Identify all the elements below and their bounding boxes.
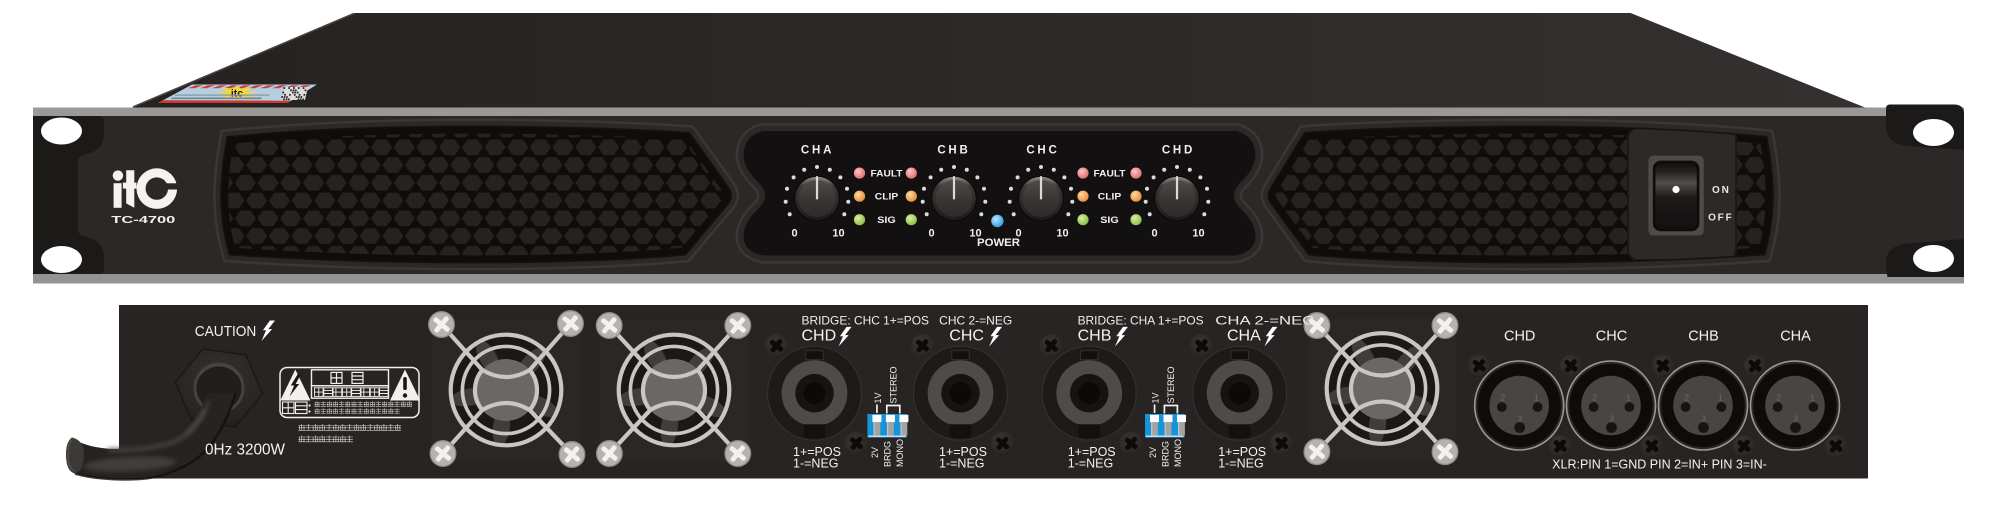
svg-text:10: 10	[832, 228, 844, 240]
svg-text:CHD: CHD	[1162, 144, 1195, 156]
svg-text:1-=NEG: 1-=NEG	[1068, 456, 1114, 470]
svg-text:BRDG: BRDG	[883, 441, 893, 467]
svg-text:SIG: SIG	[877, 215, 896, 225]
svg-text:3: 3	[1701, 414, 1706, 424]
svg-text:2: 2	[1592, 393, 1597, 403]
svg-text:2: 2	[1684, 393, 1689, 403]
svg-text:0: 0	[1151, 228, 1157, 240]
svg-text:itc: itc	[231, 88, 243, 100]
svg-text:1+=POS: 1+=POS	[939, 445, 987, 459]
svg-text:XLR:PIN 1=GND PIN 2=IN+ PIN 3=: XLR:PIN 1=GND PIN 2=IN+ PIN 3=IN-	[1552, 458, 1767, 472]
svg-text:BRIDGE: CHA 1+=POS: BRIDGE: CHA 1+=POS	[1078, 314, 1204, 328]
svg-text:BRIDGE: CHC 1+=POS: BRIDGE: CHC 1+=POS	[802, 314, 930, 328]
svg-text:1+=POS: 1+=POS	[1218, 445, 1266, 459]
svg-text:10: 10	[1192, 228, 1204, 240]
svg-text:BRDG: BRDG	[1160, 441, 1170, 467]
svg-text:FAULT: FAULT	[1094, 168, 1127, 178]
svg-text:1-=NEG: 1-=NEG	[939, 456, 985, 470]
svg-text:POWER: POWER	[977, 237, 1020, 249]
svg-text:CHD: CHD	[1504, 329, 1535, 345]
svg-text:0: 0	[1015, 228, 1021, 240]
svg-text:CHB: CHB	[1688, 329, 1719, 345]
svg-text:FAULT: FAULT	[871, 168, 904, 178]
svg-text:CHC: CHC	[1596, 329, 1627, 345]
svg-text:2: 2	[1501, 393, 1506, 403]
svg-text:1: 1	[1718, 393, 1723, 403]
svg-text:CLIP: CLIP	[1098, 191, 1122, 201]
svg-text:CHA: CHA	[1780, 329, 1811, 345]
svg-text:1-=NEG: 1-=NEG	[1218, 456, 1264, 470]
svg-text:1: 1	[1534, 393, 1539, 403]
svg-text:1: 1	[1810, 393, 1815, 403]
svg-text:CHC: CHC	[949, 327, 984, 344]
svg-text:ON: ON	[1712, 185, 1731, 196]
svg-text:TC-4700: TC-4700	[111, 214, 175, 226]
svg-text:10: 10	[1056, 228, 1068, 240]
svg-text:CHB: CHB	[1078, 327, 1112, 344]
svg-text:CHC: CHC	[1026, 144, 1059, 156]
svg-text:1V: 1V	[873, 392, 883, 403]
svg-text:1+=POS: 1+=POS	[1068, 445, 1116, 459]
svg-text:STEREO: STEREO	[1166, 366, 1176, 403]
svg-text:3: 3	[1793, 414, 1798, 424]
svg-text:CHB: CHB	[937, 144, 970, 156]
svg-text:0: 0	[928, 228, 934, 240]
svg-text:0: 0	[791, 228, 797, 240]
svg-text:2V: 2V	[1148, 447, 1158, 458]
svg-text:CHD: CHD	[802, 327, 837, 344]
svg-text:1+=POS: 1+=POS	[793, 445, 841, 459]
svg-text:2: 2	[1776, 393, 1781, 403]
svg-text:STEREO: STEREO	[888, 366, 898, 403]
svg-text:0Hz 3200W: 0Hz 3200W	[205, 442, 285, 459]
svg-text:1-=NEG: 1-=NEG	[793, 456, 839, 470]
svg-text:MONO: MONO	[895, 439, 905, 467]
svg-text:CAUTION: CAUTION	[195, 323, 256, 340]
svg-text:MONO: MONO	[1173, 439, 1183, 467]
svg-text:SIG: SIG	[1100, 215, 1119, 225]
svg-text:OFF: OFF	[1708, 213, 1733, 224]
svg-text:CHA 2-=NEG: CHA 2-=NEG	[1215, 314, 1315, 328]
svg-text:2V: 2V	[870, 447, 880, 458]
svg-text:CHA: CHA	[801, 144, 834, 156]
svg-text:1V: 1V	[1151, 392, 1161, 403]
svg-text:3: 3	[1609, 414, 1614, 424]
svg-text:1: 1	[1626, 393, 1631, 403]
svg-text:CHA: CHA	[1227, 327, 1261, 344]
svg-text:CLIP: CLIP	[875, 191, 899, 201]
svg-text:CHC 2-=NEG: CHC 2-=NEG	[939, 314, 1012, 328]
svg-text:10: 10	[969, 228, 981, 240]
svg-text:3: 3	[1517, 414, 1522, 424]
